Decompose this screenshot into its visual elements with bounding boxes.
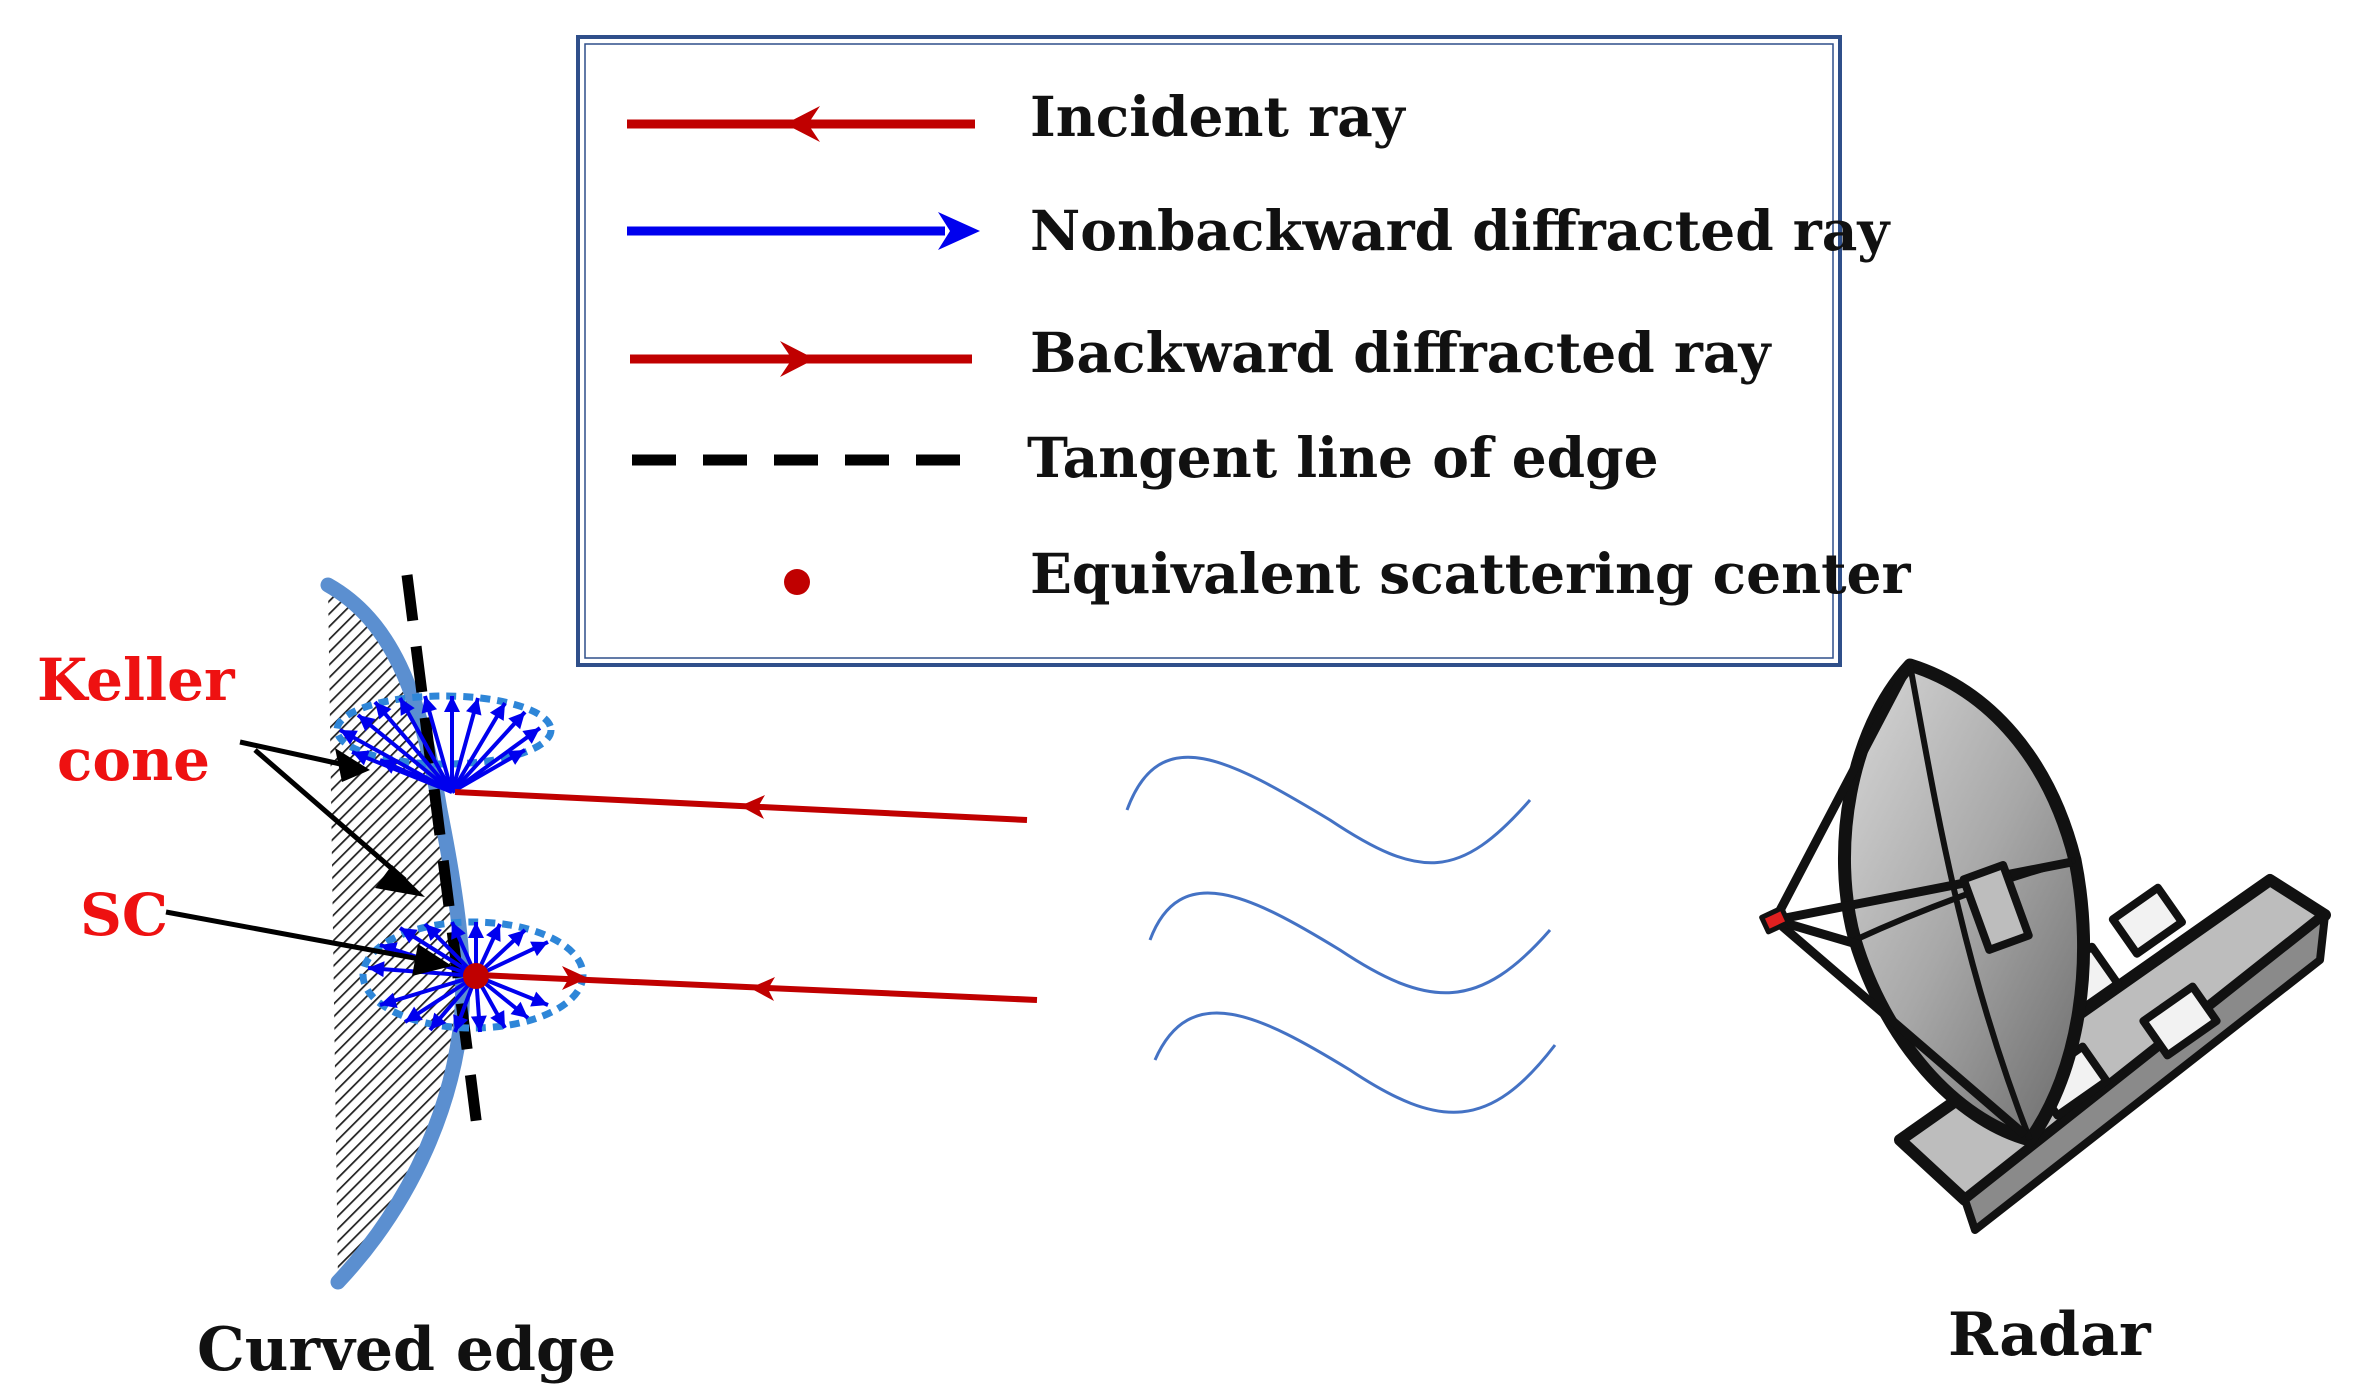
diffracted-ray-arrowhead: [380, 992, 398, 1009]
diffracted-ray-arrowhead: [522, 728, 540, 744]
legend-incident-symbol: [627, 106, 975, 142]
radar-hub: [1959, 861, 2033, 954]
legend-tangent-label: Tangent line of edge: [1027, 425, 1659, 490]
diffracted-ray-arrowhead: [451, 922, 466, 940]
diffracted-ray: [423, 695, 454, 793]
radar-icon: [1759, 658, 2331, 1234]
ray-fan-upper: [339, 695, 542, 794]
diffracted-ray-arrowhead: [508, 712, 525, 730]
incident-ray-lower: [477, 972, 1038, 1003]
diffracted-ray-arrowhead: [510, 1001, 528, 1018]
diffracted-ray-arrowhead: [444, 696, 460, 712]
diffracted-ray-arrowhead: [530, 991, 548, 1007]
diffracted-ray-arrowhead: [507, 750, 525, 765]
diffracted-ray-arrowhead: [340, 730, 358, 745]
legend-nonbackward-symbol: [627, 212, 980, 250]
sc-label: SC: [80, 881, 168, 949]
diffracted-ray: [450, 697, 480, 793]
keller-pointer-arrows: [239, 739, 425, 897]
sc-pointer-arrow: [165, 909, 452, 976]
legend-center-dot: [784, 569, 810, 595]
curved-edge-label: Curved edge: [197, 1315, 616, 1385]
legend-backward-label: Backward diffracted ray: [1030, 320, 1773, 385]
cone-ellipse-upper: [333, 692, 555, 768]
legend-box-inner: [584, 43, 1834, 659]
diffracted-ray-arrowhead: [468, 922, 484, 938]
tangent-line: [401, 574, 484, 1136]
diffracted-ray-arrowhead: [380, 759, 398, 774]
diffracted-ray-arrowhead: [375, 702, 392, 720]
legend-nonbackward-label: Nonbackward diffracted ray: [1030, 198, 1891, 263]
diffracted-ray-arrowhead: [486, 924, 501, 942]
diffracted-ray-arrowhead: [430, 1012, 447, 1030]
diffracted-ray-arrowhead: [352, 750, 370, 766]
keller-cone-upper: [333, 692, 555, 794]
diffracted-ray-arrowhead: [405, 1006, 423, 1022]
scattering-center-dot: [463, 963, 489, 989]
diffracted-ray-arrowhead: [530, 941, 548, 957]
wave-lines: [1125, 755, 1557, 1114]
diffracted-ray-arrowhead: [507, 930, 525, 947]
keller-label-line2: cone: [57, 726, 210, 794]
diffracted-ray-arrowhead: [489, 703, 505, 721]
diffracted-ray: [398, 697, 454, 793]
diffracted-ray-arrowhead: [490, 1010, 505, 1028]
diffracted-ray-arrowhead: [421, 696, 438, 714]
diffracted-ray-arrowhead: [466, 698, 482, 716]
wave-3: [1153, 1011, 1557, 1114]
radar-feed-struts: [1771, 669, 2073, 1139]
diffracted-ray: [450, 710, 527, 794]
diffracted-ray-arrowhead: [400, 928, 418, 944]
diffracted-ray-arrowhead: [425, 924, 442, 942]
legend-backward-symbol: [630, 341, 972, 377]
backward-ray-lower: [562, 966, 588, 990]
legend: Incident ray Nonbackward diffracted ray …: [576, 35, 1912, 667]
diffracted-ray-arrowhead: [470, 1015, 487, 1032]
legend-incident-label: Incident ray: [1030, 84, 1407, 149]
diffracted-ray: [356, 713, 454, 794]
diffracted-ray-arrowhead: [400, 698, 415, 716]
hatched-region: [328, 585, 463, 1282]
incident-ray-upper: [454, 789, 1028, 823]
diffracted-ray: [450, 701, 507, 794]
diffracted-ray-arrowhead: [453, 1014, 469, 1032]
radar-feed-horn: [1759, 905, 1791, 935]
keller-label-line1: Keller: [37, 646, 236, 714]
diffracted-ray: [379, 974, 477, 1007]
diffracted-ray-arrowhead: [358, 715, 376, 732]
wave-1: [1125, 755, 1532, 865]
diffracted-ray-arrowhead: [368, 961, 385, 978]
cone-ellipse-lower: [359, 918, 587, 1032]
wave-2: [1148, 891, 1552, 995]
diffracted-ray: [373, 700, 454, 794]
legend-center-label: Equivalent scattering center: [1030, 541, 1912, 606]
radar-label: Radar: [1948, 1300, 2152, 1370]
